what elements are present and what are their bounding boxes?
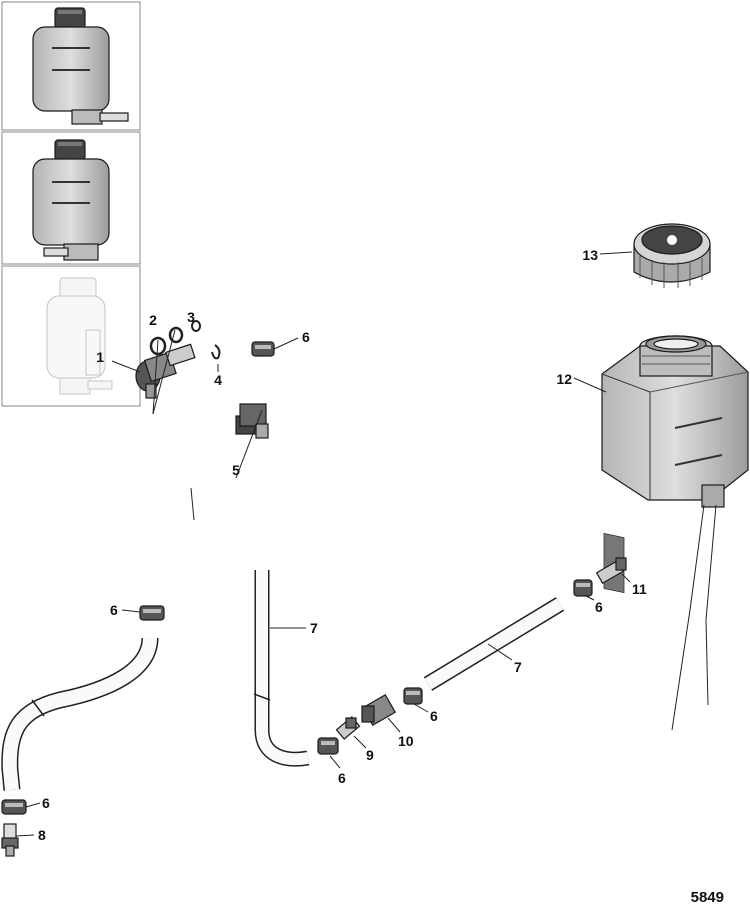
- callout-3: 3: [187, 309, 195, 325]
- barb-fitting-8: [1, 823, 19, 857]
- callout-2: 2: [149, 312, 157, 328]
- callout-5: 5: [232, 462, 240, 478]
- callout-6f: 6: [595, 599, 603, 615]
- callout-4: 4: [214, 372, 222, 388]
- callout-6a: 6: [302, 329, 310, 345]
- callout-13: 13: [582, 247, 598, 263]
- callout-6e: 6: [430, 708, 438, 724]
- reservoir-tank: [601, 335, 749, 731]
- leader-lines: [15, 251, 633, 837]
- callout-7b: 7: [514, 659, 522, 675]
- inset-views: [1, 1, 141, 407]
- callout-6d: 6: [338, 770, 346, 786]
- clamp-6-b: [139, 605, 165, 621]
- callout-10: 10: [398, 733, 414, 749]
- barb-fitting-11: [595, 557, 627, 585]
- clamp-6-f: [573, 579, 593, 597]
- fitting-1: [135, 343, 196, 399]
- elbow-5: [235, 403, 269, 439]
- clamp-6-e: [403, 687, 423, 705]
- inset-frame-1: [1, 1, 141, 131]
- figure-number: 5849: [691, 889, 724, 906]
- hoses: [1, 570, 565, 791]
- callout-6b: 6: [110, 602, 118, 618]
- barb-fitting-9: [335, 716, 361, 740]
- o-ring-small: [168, 326, 184, 344]
- callout-8: 8: [38, 827, 46, 843]
- callout-9: 9: [366, 747, 374, 763]
- clip-4: [211, 344, 221, 360]
- callout-1: 1: [96, 349, 104, 365]
- clamp-6-c: [1, 799, 27, 815]
- callout-7a: 7: [310, 620, 318, 636]
- inset-3-tank: [46, 277, 113, 395]
- callout-11: 11: [632, 581, 647, 597]
- connector-10: [361, 694, 397, 726]
- clamp-6-d: [317, 737, 339, 755]
- inset-frame-3: [1, 265, 141, 407]
- fittings: [1, 320, 627, 857]
- reservoir-cap: [633, 223, 711, 288]
- callout-6c: 6: [42, 795, 50, 811]
- o-ring-large: [149, 336, 167, 356]
- inset-frame-2: [1, 131, 141, 265]
- callout-12: 12: [556, 371, 572, 387]
- inset-2-tank: [32, 139, 110, 261]
- clamp-6-a: [251, 341, 275, 357]
- callout-labels: 1 2 3 4 5 6 6 6 6 6 6 7 7 8 9 10 11 12 1…: [38, 247, 647, 843]
- inset-1-tank: [32, 7, 129, 125]
- ring-3: [191, 320, 201, 332]
